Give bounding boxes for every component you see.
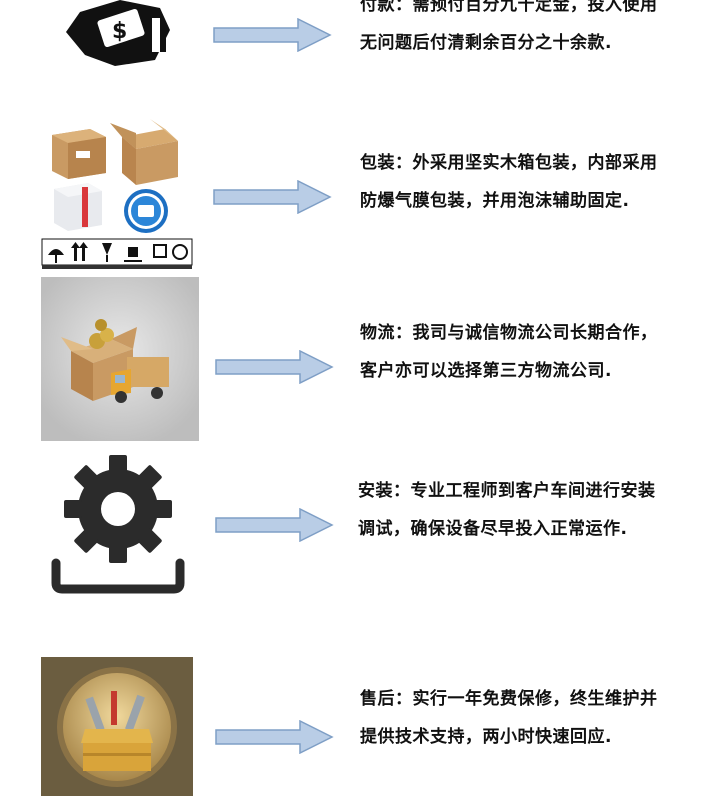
- aftersales-line-2: 提供技术支持，两小时快速回应.: [360, 727, 612, 747]
- aftersales-text: 售后：实行一年免费保修，终生维护并 提供技术支持，两小时快速回应.: [360, 680, 690, 756]
- toolbox-icon: [41, 657, 193, 796]
- payment-line-1: 付款：需预付百分九十定金，投入使用: [360, 0, 658, 15]
- svg-text:$: $: [112, 19, 127, 44]
- payment-text: 付款：需预付百分九十定金，投入使用 无问题后付清剩余百分之十余款.: [360, 0, 690, 62]
- logistics-line-2: 客户亦可以选择第三方物流公司.: [360, 361, 612, 381]
- arrow-right-1: [213, 18, 332, 52]
- installation-line-2: 调试，确保设备尽早投入正常运作.: [358, 519, 628, 539]
- money-bag-icon: $: [60, 0, 180, 66]
- packaging-boxes-icon: [40, 115, 195, 270]
- packaging-text: 包装：外采用坚实木箱包装，内部采用 防爆气膜包装，并用泡沫辅助固定.: [360, 144, 690, 220]
- logistics-truck-icon: [41, 277, 199, 441]
- arrow-right-5: [215, 720, 334, 754]
- arrow-right-3: [215, 350, 334, 384]
- arrow-right-4: [215, 508, 334, 542]
- arrow-right-2: [213, 180, 332, 214]
- packaging-line-1: 包装：外采用坚实木箱包装，内部采用: [360, 153, 658, 173]
- packaging-line-2: 防爆气膜包装，并用泡沫辅助固定.: [360, 191, 630, 211]
- installation-text: 安装：专业工程师到客户车间进行安装 调试，确保设备尽早投入正常运作.: [358, 472, 688, 548]
- logistics-line-1: 物流：我司与诚信物流公司长期合作，: [360, 323, 658, 343]
- install-gear-icon: [48, 455, 188, 595]
- payment-line-2: 无问题后付清剩余百分之十余款.: [360, 33, 612, 53]
- aftersales-line-1: 售后：实行一年免费保修，终生维护并: [360, 689, 658, 709]
- logistics-text: 物流：我司与诚信物流公司长期合作， 客户亦可以选择第三方物流公司.: [360, 314, 690, 390]
- installation-line-1: 安装：专业工程师到客户车间进行安装: [358, 481, 656, 501]
